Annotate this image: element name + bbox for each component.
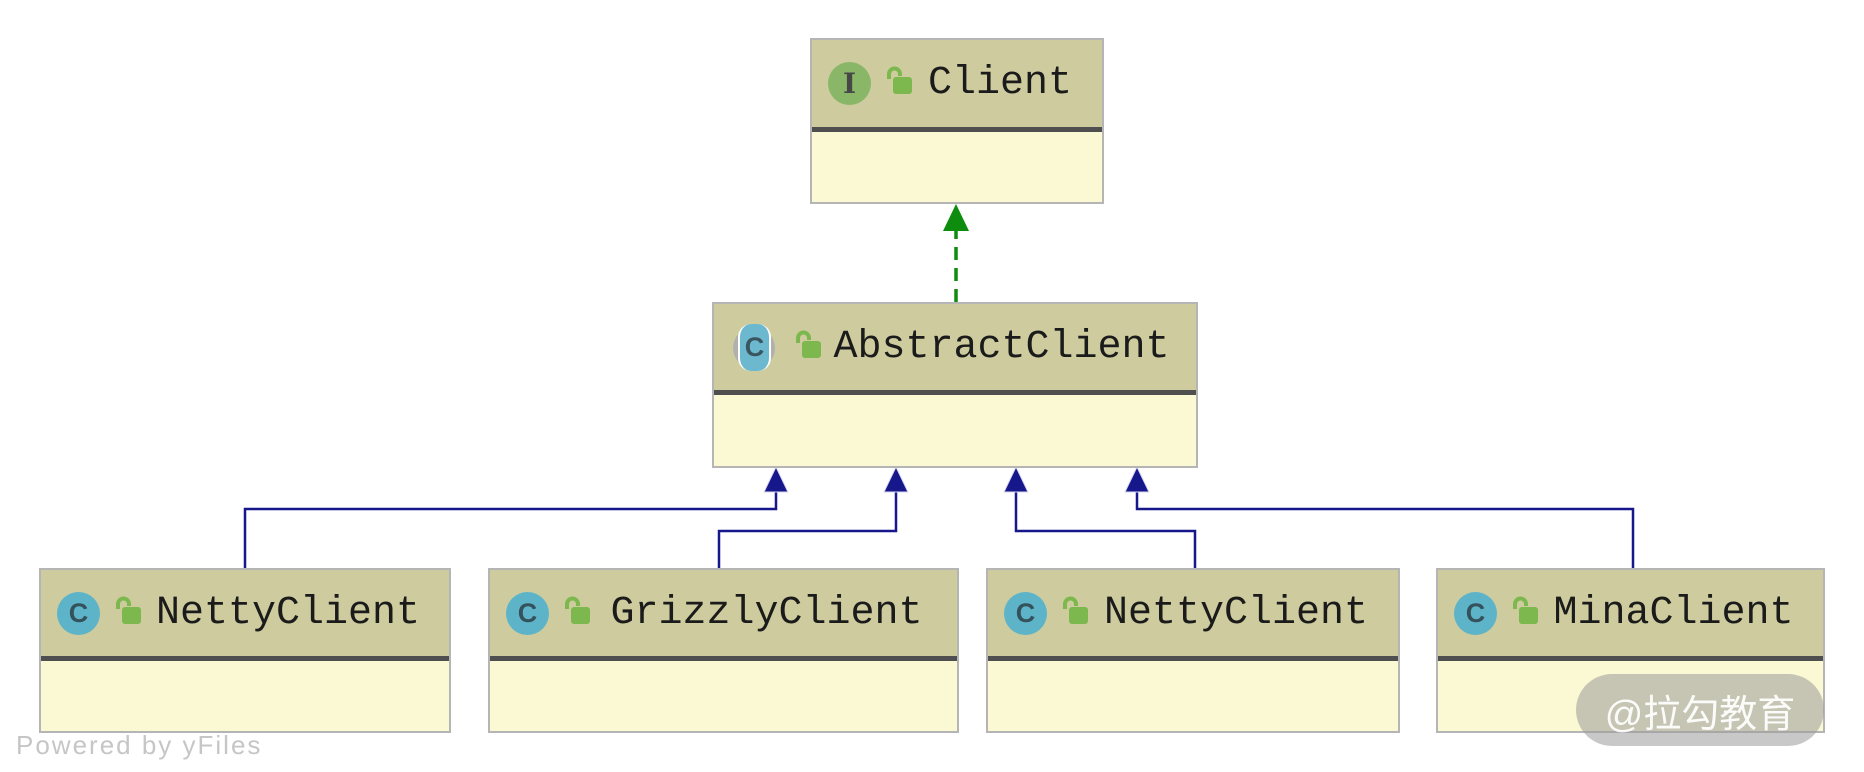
members-compartment <box>988 661 1398 731</box>
class-name: Client <box>927 61 1073 106</box>
class-name: GrizzlyClient <box>610 590 923 636</box>
members-compartment <box>490 661 957 731</box>
node-header: C GrizzlyClient <box>490 570 957 656</box>
header-divider <box>490 656 957 661</box>
extends-arrowhead <box>763 465 789 493</box>
class-icon: C <box>1004 591 1047 635</box>
node-header: C AbstractClient <box>714 304 1196 390</box>
public-open-lock-icon <box>1510 595 1540 632</box>
class-node-grizzlyclient[interactable]: C GrizzlyClient <box>488 568 959 733</box>
abstract-class-icon: C <box>730 323 780 371</box>
members-compartment <box>41 661 449 731</box>
public-open-lock-icon <box>1060 595 1090 632</box>
powered-by-yfiles-label: Powered by yFiles <box>16 730 263 760</box>
class-name: MinaClient <box>1553 590 1794 636</box>
class-node-abstractclient[interactable]: C AbstractClient <box>712 302 1198 468</box>
watermark-text: @拉勾教育 <box>1604 693 1796 736</box>
node-header: I Client <box>812 40 1102 127</box>
header-divider <box>1438 656 1823 661</box>
node-header: C MinaClient <box>1438 570 1823 656</box>
extends-edge-netty1 <box>243 465 789 570</box>
extends-edge-mina <box>1124 465 1635 570</box>
extends-edge-grizzly <box>717 465 909 570</box>
members-compartment <box>714 395 1196 466</box>
header-divider <box>714 390 1196 395</box>
class-node-nettyclient-2[interactable]: C NettyClient <box>986 568 1400 733</box>
public-open-lock-icon <box>884 65 914 102</box>
extends-arrowhead <box>1124 465 1150 493</box>
node-header: C NettyClient <box>988 570 1398 656</box>
implements-arrowhead <box>943 204 969 231</box>
header-divider <box>41 656 449 661</box>
public-open-lock-icon <box>562 595 592 632</box>
class-node-nettyclient-1[interactable]: C NettyClient <box>39 568 451 733</box>
extends-arrowhead <box>1003 465 1029 493</box>
node-header: C NettyClient <box>41 570 449 656</box>
public-open-lock-icon <box>113 595 143 632</box>
class-node-minaclient[interactable]: C MinaClient <box>1436 568 1825 733</box>
watermark-badge: @拉勾教育 <box>1576 674 1824 746</box>
class-icon: C <box>57 591 100 635</box>
class-node-client[interactable]: I Client <box>810 38 1104 204</box>
implements-edge <box>943 204 969 302</box>
interface-icon: I <box>828 62 871 105</box>
class-name: NettyClient <box>1103 590 1369 636</box>
header-divider <box>812 127 1102 132</box>
extends-edge-netty2 <box>1003 465 1197 570</box>
class-name: AbstractClient <box>833 324 1170 370</box>
public-open-lock-icon <box>793 329 823 366</box>
header-divider <box>988 656 1398 661</box>
class-icon: C <box>506 591 549 635</box>
extends-arrowhead <box>883 465 909 493</box>
members-compartment <box>812 132 1102 202</box>
class-name: NettyClient <box>155 590 421 636</box>
class-icon: C <box>1454 591 1497 635</box>
